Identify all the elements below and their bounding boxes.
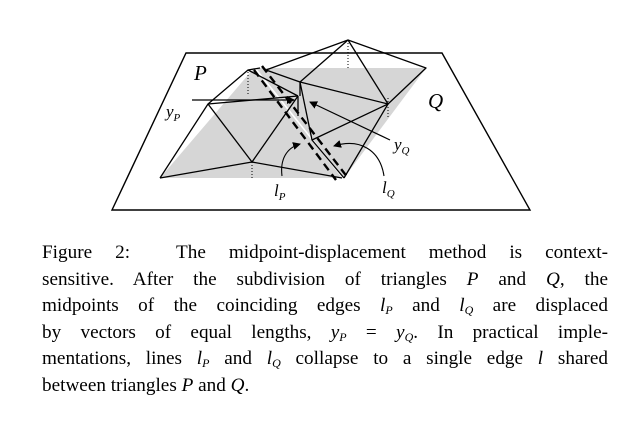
figure-label: Figure 2: [42, 242, 131, 263]
caption-line-4: by vectors of equal lengths, yP = yQ. In… [42, 320, 608, 347]
caption-text: . In practical imple- [413, 321, 608, 343]
label-yP-main: y [164, 102, 174, 121]
caption-text: between triangles [42, 374, 182, 396]
caption-text: , the [559, 268, 608, 290]
leader-lQ [333, 140, 385, 177]
math-sub: Q [464, 303, 474, 317]
math-sub: Q [404, 329, 414, 344]
label-lP: lP [274, 181, 286, 203]
edge-lQ-dashed [261, 65, 349, 179]
caption-text: and [209, 348, 267, 369]
caption-text: are displaced [473, 295, 608, 316]
triangle-P-base [160, 68, 342, 178]
math-sub: P [339, 329, 347, 344]
caption-line-5: mentations, lines lP and lQ collapse to … [42, 346, 608, 373]
math-l: l [459, 295, 465, 316]
figure-caption: Figure 2: The midpoint-displacement meth… [42, 240, 608, 399]
label-lQ-main: l [382, 178, 387, 197]
caption-line-1: Figure 2: The midpoint-displacement meth… [42, 240, 608, 267]
math-y: y [396, 321, 405, 343]
math-l: l [196, 348, 203, 369]
math-Q: Q [545, 268, 560, 290]
math-y: y [330, 321, 340, 343]
math-l: l [537, 348, 544, 369]
math-sub: P [385, 303, 393, 317]
caption-text: and [392, 295, 460, 316]
label-lQ-sub: Q [387, 188, 395, 200]
arrow-yQ [309, 101, 391, 141]
caption-line-6: between triangles P and Q. [42, 373, 608, 400]
math-sub: Q [272, 356, 281, 370]
caption-text: mentations, lines [42, 348, 197, 369]
triangle-Q-mesh [265, 39, 427, 179]
subdivision-diagram: P Q yP yQ lP lQ [110, 39, 532, 211]
caption-text: shared [543, 348, 608, 369]
label-lP-main: l [274, 181, 279, 200]
caption-text: and [193, 374, 231, 396]
caption-text: sensitive. After the subdivision of tria… [42, 268, 467, 290]
label-lQ: lQ [382, 178, 395, 200]
leader-lP [281, 142, 301, 177]
label-yQ: yQ [392, 135, 410, 157]
caption-text: by vectors of equal lengths, [42, 321, 331, 343]
math-sub: P [202, 356, 210, 370]
caption-text: midpoints of the coinciding edges [42, 295, 380, 316]
caption-text: and [478, 268, 546, 290]
math-l: l [379, 295, 386, 316]
edge-lP-dashed [253, 69, 337, 181]
caption-line-2: sensitive. After the subdivision of tria… [42, 267, 608, 294]
label-lP-sub: P [278, 191, 286, 203]
caption-text-1: The midpoint-displacement method is cont… [176, 242, 608, 263]
math-equals: = [346, 321, 397, 343]
label-yP: yP [164, 102, 181, 124]
math-l: l [266, 348, 273, 369]
label-Q: Q [428, 89, 443, 113]
label-yQ-sub: Q [402, 145, 410, 157]
caption-text: collapse to a single edge [280, 348, 538, 369]
math-Q: Q [230, 374, 245, 396]
triangle-Q-base [256, 68, 426, 178]
math-P: P [181, 374, 194, 396]
label-yQ-main: y [392, 135, 402, 154]
label-yP-sub: P [173, 112, 181, 124]
caption-text: . [244, 374, 250, 396]
caption-line-3: midpoints of the coinciding edges lP and… [42, 293, 608, 320]
math-P: P [466, 268, 479, 290]
label-P: P [193, 61, 207, 85]
